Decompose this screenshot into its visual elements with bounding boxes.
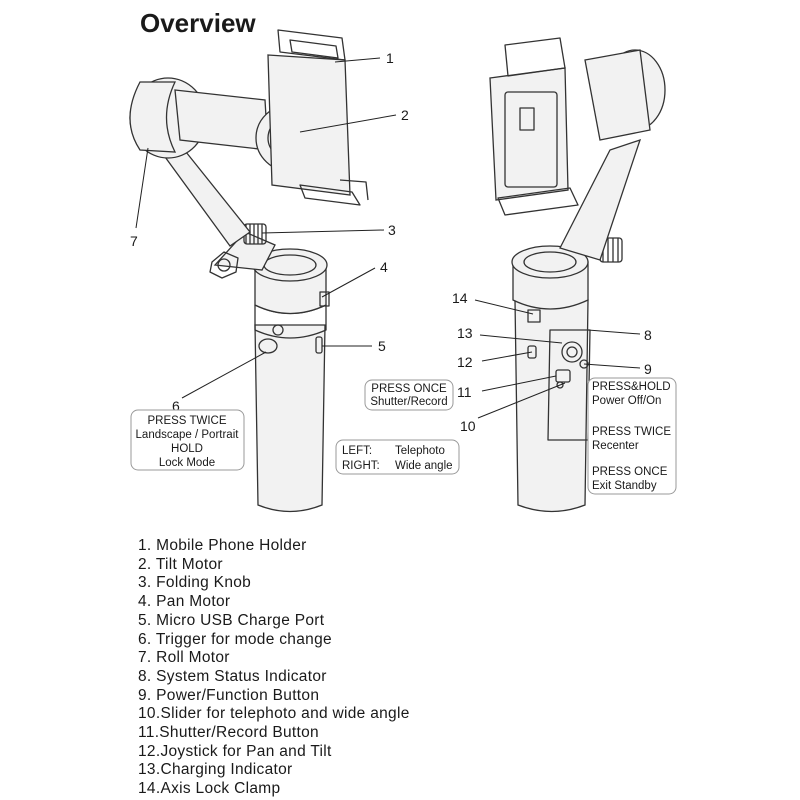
power-line-1: PRESS&HOLD (592, 381, 671, 393)
legend-item-11: 11.Shutter/Record Button (138, 724, 319, 742)
power-line-4: Recenter (592, 440, 639, 452)
trigger-line-4: Lock Mode (159, 457, 215, 469)
shutter-info-box: PRESS ONCE Shutter/Record (364, 379, 454, 411)
callout-3: 3 (388, 222, 396, 238)
legend-item-10: 10.Slider for telephoto and wide angle (138, 705, 410, 723)
left-gimbal-illustration (129, 29, 369, 513)
slider-right-label: RIGHT: (342, 460, 380, 472)
parts-legend: 1. Mobile Phone Holder 2. Tilt Motor 3. … (138, 537, 410, 799)
callout-5: 5 (378, 338, 386, 354)
trigger-info-box: PRESS TWICE Landscape / Portrait HOLD Lo… (130, 409, 245, 471)
callout-10: 10 (460, 418, 476, 434)
legend-item-12: 12.Joystick for Pan and Tilt (138, 742, 332, 760)
trigger-line-1: PRESS TWICE (147, 415, 226, 427)
callout-9: 9 (644, 361, 652, 377)
callout-2: 2 (401, 107, 409, 123)
callout-numbers: 1 2 3 4 5 6 7 8 9 10 11 12 13 14 (130, 50, 652, 434)
callout-6: 6 (172, 398, 180, 414)
slider-right-value: Wide angle (395, 460, 453, 472)
slider-info-box: LEFT: Telephoto RIGHT: Wide angle (335, 439, 460, 475)
legend-item-1: 1. Mobile Phone Holder (138, 537, 307, 554)
callout-12: 12 (457, 354, 473, 370)
power-line-2: Power Off/On (592, 395, 661, 407)
right-gimbal-illustration (489, 37, 666, 513)
legend-item-13: 13.Charging Indicator (138, 761, 293, 779)
legend-item-5: 5. Micro USB Charge Port (138, 611, 325, 629)
legend-item-14: 14.Axis Lock Clamp (138, 780, 281, 798)
callout-13: 13 (457, 325, 473, 341)
callout-14: 14 (452, 290, 468, 306)
page-title: Overview (140, 8, 256, 38)
callout-7: 7 (130, 233, 138, 249)
shutter-line-1: PRESS ONCE (371, 383, 447, 395)
legend-item-6: 6. Trigger for mode change (138, 630, 332, 648)
legend-item-3: 3. Folding Knob (138, 574, 252, 592)
legend-item-8: 8. System Status Indicator (138, 667, 327, 685)
slider-left-label: LEFT: (342, 445, 372, 457)
callout-8: 8 (644, 327, 652, 343)
trigger-line-3: HOLD (171, 443, 203, 455)
legend-item-9: 9. Power/Function Button (138, 686, 320, 704)
power-line-6: Exit Standby (592, 480, 657, 492)
power-line-3: PRESS TWICE (592, 426, 671, 438)
callout-11: 11 (457, 384, 472, 400)
leader-lines (135, 57, 641, 419)
power-line-5: PRESS ONCE (592, 466, 668, 478)
power-info-box: PRESS&HOLD Power Off/On PRESS TWICE Rece… (587, 377, 677, 495)
callout-4: 4 (380, 259, 388, 275)
trigger-line-2: Landscape / Portrait (136, 429, 240, 441)
legend-item-7: 7. Roll Motor (138, 649, 230, 667)
legend-item-2: 2. Tilt Motor (138, 555, 223, 573)
legend-item-4: 4. Pan Motor (138, 593, 231, 611)
slider-left-value: Telephoto (395, 445, 445, 457)
shutter-line-2: Shutter/Record (370, 396, 447, 408)
callout-1: 1 (386, 50, 394, 66)
